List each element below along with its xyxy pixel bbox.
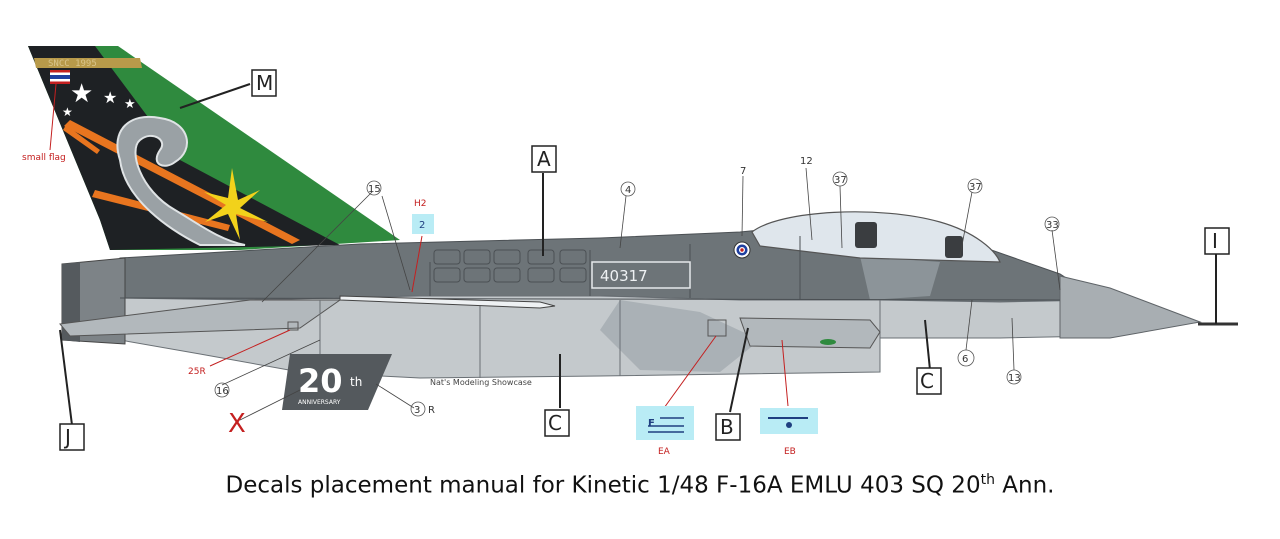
callout-7: 7 — [740, 166, 746, 177]
callout-r: R — [428, 405, 435, 416]
label-ea: EA — [658, 447, 671, 457]
callout-37a: 37 — [834, 175, 847, 186]
emblem-small: ANNIVERSARY — [298, 399, 341, 406]
callout-16: 16 — [216, 386, 229, 397]
callout-15: 15 — [368, 184, 381, 195]
callout-numbers: 15 4 7 12 37 37 33 6 13 16 3 R — [214, 156, 1060, 417]
decal-eb — [760, 408, 818, 434]
label-25r: 25R — [188, 367, 206, 377]
leader-lines — [59, 83, 1217, 426]
callout-6: 6 — [962, 354, 968, 365]
roundel-icon — [733, 241, 751, 259]
box-label-c-front: C — [916, 367, 942, 395]
svg-text:M: M — [256, 71, 273, 95]
caption-sup: th — [980, 472, 995, 488]
label-small-flag: small flag — [22, 153, 66, 163]
svg-text:I: I — [1212, 229, 1218, 253]
tail-fin: SNCC 1995 ★ ★ ★ ★ — [28, 46, 400, 250]
tail-text: SNCC 1995 — [48, 59, 97, 69]
star-icon: ★ — [124, 97, 136, 112]
svg-text:B: B — [720, 415, 734, 439]
box-label-a: A — [531, 145, 557, 173]
anniversary-emblem: 20 th ANNIVERSARY — [282, 354, 392, 410]
red-leader-lines — [49, 83, 789, 409]
x-mark: X — [228, 409, 246, 439]
box-label-m: M — [251, 69, 277, 97]
callout-4: 4 — [625, 185, 631, 196]
caption-main: Decals placement manual for Kinetic 1/48… — [225, 472, 981, 499]
box-label-b: B — [715, 413, 741, 441]
callout-12: 12 — [800, 156, 813, 167]
svg-text:C: C — [920, 369, 934, 393]
label-h2: H2 — [414, 199, 427, 209]
thai-flag-icon — [50, 70, 70, 84]
caption-tail: Ann. — [994, 472, 1055, 499]
star-icon: ★ — [70, 79, 93, 109]
star-icon: ★ — [62, 105, 73, 119]
star-icon: ★ — [103, 88, 117, 107]
box-label-c-lower: C — [544, 409, 570, 437]
box-label-i: I — [1204, 227, 1230, 255]
serial-number: 40317 — [600, 267, 648, 285]
h2-chip — [412, 214, 434, 234]
callout-3: 3 — [414, 405, 420, 416]
watermark: Nat's Modeling Showcase — [430, 378, 532, 387]
cobra-emblem — [116, 115, 268, 246]
emblem-number: 20 — [298, 362, 343, 400]
callout-33: 33 — [1046, 220, 1059, 231]
callout-13: 13 — [1008, 373, 1021, 384]
callout-37b: 37 — [969, 182, 982, 193]
svg-text:C: C — [548, 411, 562, 435]
svg-text:A: A — [537, 147, 551, 171]
decal-ea: F — [636, 406, 694, 440]
box-label-j: J — [59, 423, 85, 451]
caption: Decals placement manual for Kinetic 1/48… — [0, 472, 1280, 499]
emblem-sup: th — [350, 375, 362, 389]
svg-text:F: F — [648, 418, 655, 429]
svg-text:J: J — [63, 425, 71, 449]
label-eb: EB — [784, 447, 796, 457]
thin-leader-lines — [221, 167, 1061, 421]
h2-chip-number: 2 — [419, 220, 425, 231]
